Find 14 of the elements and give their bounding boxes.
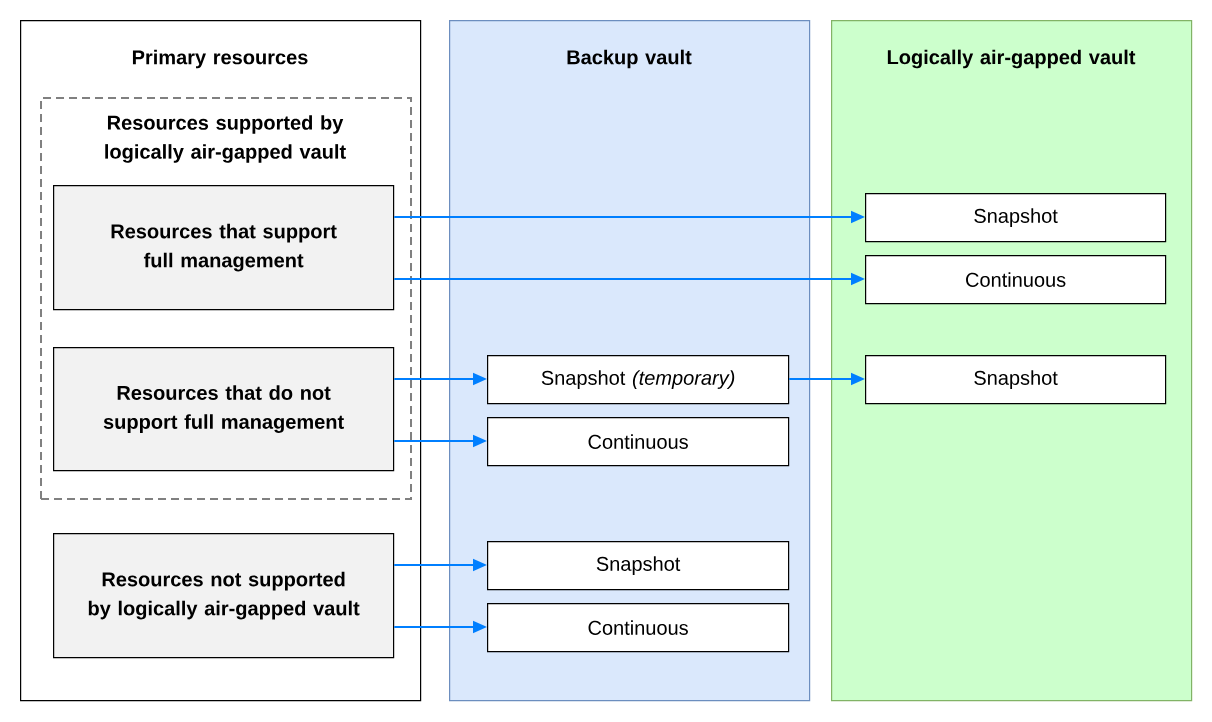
resource-box: Resources not supported by logically air-gapped vault [53, 533, 395, 659]
heading: Backup vault [567, 49, 692, 69]
backup-box: Continuous [487, 417, 790, 467]
heading: Resources supported by logically air-gapped vault [105, 115, 346, 163]
backup-box: Continuous [487, 603, 790, 653]
resource-box: Resources that do not support full management [53, 347, 395, 472]
backup-box: Snapshot [865, 193, 1167, 243]
backup-box: Snapshot [487, 541, 790, 591]
backup-box: Continuous [865, 255, 1167, 305]
resource-box: Resources that support full management [53, 185, 395, 311]
backup-box: Snapshot (temporary) [487, 355, 790, 405]
heading: Primary resources [132, 49, 308, 69]
heading: Logically air-gapped vault [887, 49, 1136, 69]
backup-box: Snapshot [865, 355, 1167, 405]
